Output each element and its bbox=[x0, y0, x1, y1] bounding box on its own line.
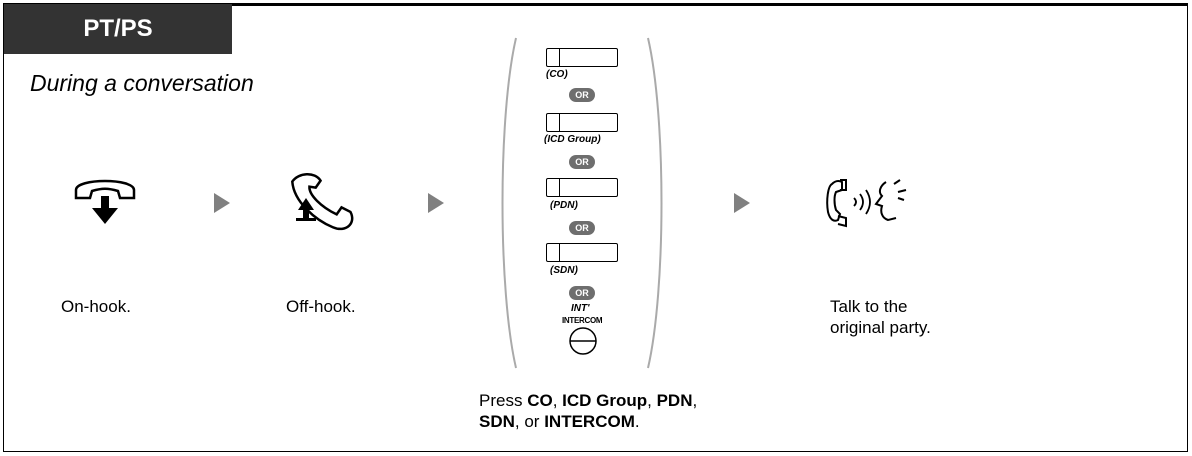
step-label-talk-line1: Talk to the bbox=[830, 297, 908, 316]
instruction-text: Press CO, ICD Group, PDN, SDN, or INTERC… bbox=[479, 390, 697, 432]
talk-icon bbox=[826, 179, 907, 228]
intercom-key[interactable] bbox=[568, 326, 598, 356]
intercom-key-label: INT' bbox=[571, 303, 590, 314]
or-badge: OR bbox=[569, 286, 595, 300]
instr-sdn: SDN bbox=[479, 412, 515, 431]
device-tag: PT/PS bbox=[4, 4, 232, 54]
icd-group-key-label: (ICD Group) bbox=[544, 134, 601, 145]
next-arrow-icon bbox=[428, 193, 444, 213]
co-key-label: (CO) bbox=[546, 69, 568, 80]
subtitle: During a conversation bbox=[30, 70, 254, 96]
instr-sep: , bbox=[647, 391, 657, 410]
pdn-key[interactable] bbox=[546, 178, 618, 197]
co-key[interactable] bbox=[546, 48, 618, 67]
off-hook-icon bbox=[291, 172, 354, 231]
instr-intercom: INTERCOM bbox=[544, 412, 635, 431]
top-rule bbox=[4, 4, 1187, 6]
procedure-frame bbox=[3, 3, 1188, 452]
step-label-on-hook: On-hook. bbox=[61, 297, 131, 316]
step-label-talk-line2: original party. bbox=[830, 318, 931, 337]
instr-pdn: PDN bbox=[656, 391, 693, 410]
or-badge: OR bbox=[569, 155, 595, 169]
step-label-talk: Talk to the original party. bbox=[830, 296, 931, 338]
or-badge: OR bbox=[569, 88, 595, 102]
left-bracket bbox=[501, 37, 517, 369]
instr-co: CO bbox=[527, 391, 553, 410]
icd-group-key[interactable] bbox=[546, 113, 618, 132]
on-hook-icon bbox=[74, 179, 136, 224]
pdn-key-label: (PDN) bbox=[550, 200, 578, 211]
instr-sep: , or bbox=[514, 412, 545, 431]
intercom-key-sublabel: INTERCOM bbox=[562, 316, 603, 325]
step-label-off-hook: Off-hook. bbox=[286, 297, 356, 316]
sdn-key-label: (SDN) bbox=[550, 265, 578, 276]
instr-end: . bbox=[634, 412, 640, 431]
instr-sep: , bbox=[552, 391, 563, 410]
or-badge: OR bbox=[569, 221, 595, 235]
right-bracket bbox=[647, 37, 663, 369]
next-arrow-icon bbox=[214, 193, 230, 213]
instr-sep: , bbox=[692, 391, 698, 410]
sdn-key[interactable] bbox=[546, 243, 618, 262]
next-arrow-icon bbox=[734, 193, 750, 213]
instr-press: Press bbox=[479, 391, 528, 410]
instr-icd: ICD Group bbox=[562, 391, 648, 410]
